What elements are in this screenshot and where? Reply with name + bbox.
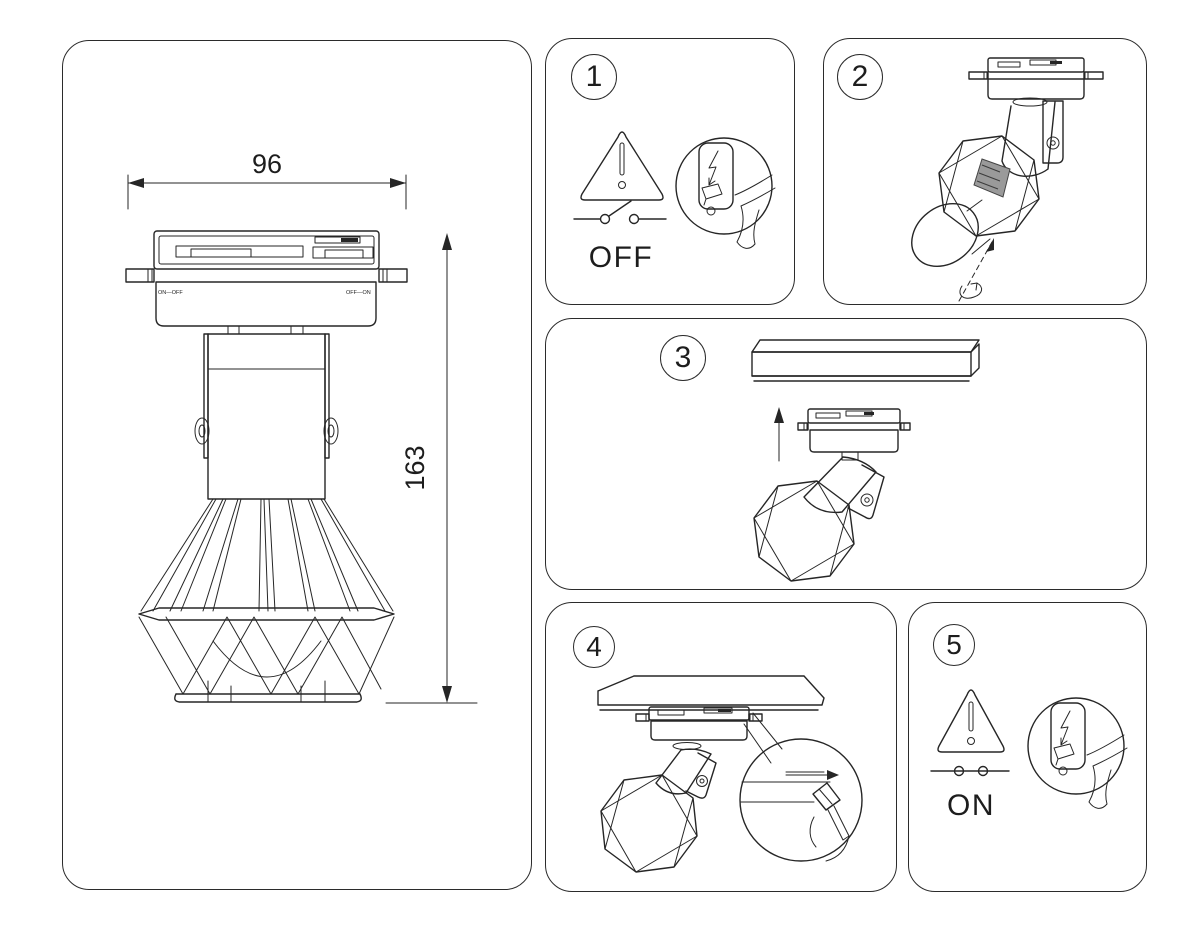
swivel-arm bbox=[803, 456, 885, 520]
step-5-art: ON bbox=[930, 689, 1128, 822]
cage-shade-small bbox=[600, 774, 698, 873]
power-switch-hand-icon bbox=[675, 137, 776, 249]
power-switch-hand-icon bbox=[1027, 697, 1128, 809]
warning-triangle-icon bbox=[580, 131, 664, 201]
step-caption-off: OFF bbox=[589, 241, 654, 274]
switch-toggle bbox=[701, 183, 723, 206]
switch-open-icon bbox=[573, 200, 667, 225]
step-panel-2: 2 bbox=[823, 38, 1147, 305]
insert-up-arrow bbox=[774, 407, 784, 462]
step-1-art: OFF bbox=[573, 131, 776, 274]
light-bulb bbox=[911, 199, 991, 267]
track-adapter-small bbox=[635, 706, 763, 750]
rotation-arrow-icon bbox=[958, 238, 994, 302]
hinge-screw bbox=[696, 775, 708, 787]
swivel-arm bbox=[655, 748, 717, 799]
track-rail bbox=[597, 675, 825, 711]
step-panel-5: 5 ON bbox=[908, 602, 1147, 892]
swivel-bracket bbox=[194, 333, 339, 500]
hinge-screw bbox=[1046, 136, 1060, 150]
slide-arrow bbox=[827, 770, 839, 780]
switch-closed-icon bbox=[930, 765, 1010, 777]
step-2-art bbox=[911, 57, 1104, 302]
width-dimension: 96 bbox=[127, 149, 407, 210]
bulb-outline bbox=[212, 640, 322, 678]
dimension-drawing: 96 163 bbox=[125, 149, 478, 704]
warning-triangle-icon bbox=[937, 689, 1005, 753]
step-panel-1: 1 OFF bbox=[545, 38, 795, 305]
swivel-arm bbox=[1001, 100, 1064, 177]
step-panel-3: 3 bbox=[545, 318, 1147, 590]
track-adapter-small bbox=[968, 57, 1104, 107]
step-number-badge: 4 bbox=[573, 626, 615, 668]
track-adapter-front: ON—OFF OFF—ON bbox=[125, 230, 408, 335]
step-4-art bbox=[597, 675, 863, 873]
lock-lever bbox=[812, 782, 841, 811]
dimension-panel: 96 163 bbox=[62, 40, 532, 890]
detail-circle bbox=[739, 738, 863, 862]
height-dimension-label: 163 bbox=[400, 445, 430, 490]
width-dimension-label: 96 bbox=[252, 149, 282, 179]
adapter-label-left: ON—OFF bbox=[158, 290, 183, 296]
step-3-art bbox=[751, 339, 980, 582]
step-panel-4: 4 bbox=[545, 602, 897, 892]
step-number-badge: 5 bbox=[933, 624, 975, 666]
step-number-badge: 3 bbox=[660, 335, 706, 381]
track-adapter-small bbox=[797, 408, 911, 461]
hinge-left bbox=[194, 417, 210, 445]
track-rail bbox=[751, 339, 980, 382]
hinge-screw bbox=[860, 493, 874, 507]
step-number: 3 bbox=[674, 341, 692, 374]
hand-outline bbox=[1086, 734, 1128, 809]
hand-outline bbox=[809, 816, 850, 862]
step-number: 2 bbox=[851, 60, 869, 93]
detail-callout bbox=[739, 712, 863, 862]
lightning-bolt bbox=[1060, 710, 1071, 746]
switch-toggle bbox=[1053, 743, 1075, 766]
step-caption-on: ON bbox=[947, 789, 995, 822]
step-number-badge: 1 bbox=[571, 54, 617, 100]
cage-shade-small bbox=[753, 480, 855, 582]
step-number: 1 bbox=[585, 60, 603, 93]
step-number-badge: 2 bbox=[837, 54, 883, 100]
leader-lines bbox=[743, 712, 783, 764]
lightning-bolt bbox=[708, 150, 719, 186]
cage-shade-small bbox=[938, 135, 1040, 237]
hinge-right bbox=[323, 417, 339, 445]
adapter-label-right: OFF—ON bbox=[346, 290, 371, 296]
height-dimension: 163 bbox=[385, 233, 478, 704]
cage-shade bbox=[138, 498, 395, 703]
step-number: 5 bbox=[946, 629, 962, 660]
step-number: 4 bbox=[586, 631, 602, 662]
hand-outline bbox=[734, 174, 776, 249]
